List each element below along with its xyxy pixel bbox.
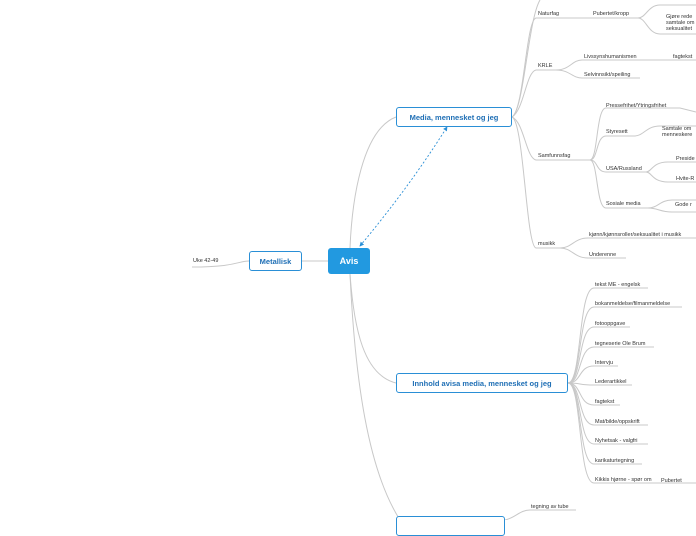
label-gjore-rede[interactable]: Gjøre rede xyxy=(666,14,693,20)
connector-root-media xyxy=(349,116,397,249)
label-pubertet-kropp[interactable]: Pubertet/kropp xyxy=(593,11,630,17)
topic-innhold-avisa[interactable]: Innhold avisa media, mennesket og jeg xyxy=(396,373,568,393)
label-samtale-om-2[interactable]: Samtale om xyxy=(662,126,692,132)
label-musikk[interactable]: musikk xyxy=(538,241,556,247)
label-kjonn[interactable]: kjønn/kjønnsroller/seksualitet i musikk xyxy=(589,232,682,238)
label-bokanmeldelse[interactable]: bokanmeldelse/filmanmeldelse xyxy=(595,301,671,307)
label-fagtekst-krle[interactable]: fagtekst xyxy=(673,54,693,60)
label-naturfag[interactable]: Naturfag xyxy=(538,11,560,17)
connector-root-innhold xyxy=(349,273,397,384)
label-tegning-av-tube[interactable]: tegning av tube xyxy=(531,504,569,510)
label-styresett[interactable]: Styresett xyxy=(606,129,628,135)
label-nyhetsak[interactable]: Nyhetsak - valgfri xyxy=(595,438,638,444)
label-fagtekst[interactable]: fagtekst xyxy=(595,399,615,405)
label-kikkis-hjorne[interactable]: Kikkis hjørne - spør om xyxy=(595,477,652,483)
label-hvite-r[interactable]: Hvite-R xyxy=(676,176,695,182)
label-uke-42-49[interactable]: Uke 42-49 xyxy=(193,258,219,264)
label-seksualitet[interactable]: seksualitet xyxy=(666,26,692,32)
label-fotooppgave[interactable]: fotooppgave xyxy=(595,321,626,327)
label-sosiale-media[interactable]: Sosiale media xyxy=(606,201,641,207)
connector-metallisk-uke xyxy=(191,260,250,268)
label-pressefrihet[interactable]: Pressefrihet/Ytringsfrihet xyxy=(606,103,667,109)
label-karikaturtegning[interactable]: karikaturtegning xyxy=(595,458,635,464)
label-gode-r[interactable]: Gode r xyxy=(675,202,692,208)
label-preside[interactable]: Preside xyxy=(676,156,695,162)
label-selvinnsikt[interactable]: Selvinnsikt/speiling xyxy=(584,72,631,78)
label-tekst-me-engelsk[interactable]: tekst ME - engelsk xyxy=(595,282,641,288)
label-mat-bilde[interactable]: Mat/bilde/oppskrift xyxy=(595,419,640,425)
relationship-arrow xyxy=(359,126,448,247)
topic-metallisk[interactable]: Metallisk xyxy=(249,251,302,271)
connector-root-bottom xyxy=(349,273,401,520)
topic-bottom-partial[interactable] xyxy=(396,516,505,536)
label-menneskere[interactable]: menneskere xyxy=(662,132,693,138)
label-intervju[interactable]: Intervju xyxy=(595,360,614,366)
connector-media-samfunnsfag xyxy=(511,116,590,161)
topic-media-mennesket-og-jeg[interactable]: Media, mennesket og jeg xyxy=(396,107,512,127)
label-underenne[interactable]: Underenne xyxy=(589,252,617,258)
label-samfunnsfag[interactable]: Samfunnsfag xyxy=(538,153,571,159)
mindmap-connectors xyxy=(191,0,696,520)
label-samtale-om[interactable]: samtale om xyxy=(666,20,695,26)
label-usa-russland[interactable]: USA/Russland xyxy=(606,166,642,172)
label-krle[interactable]: KRLE xyxy=(538,63,553,69)
connector-media-krle xyxy=(511,69,556,118)
connector-media-naturfag xyxy=(511,17,564,118)
label-lederartikkel[interactable]: Lederartikkel xyxy=(595,379,627,385)
label-pubertet[interactable]: Pubertet xyxy=(661,478,682,484)
label-tegneserie[interactable]: tegneserie Ole Brum xyxy=(595,341,646,347)
connector-media-musikk xyxy=(511,116,560,249)
root-topic-avis[interactable]: Avis xyxy=(328,248,370,274)
label-livssynshumanismen[interactable]: Livssynshumanismen xyxy=(584,54,637,60)
